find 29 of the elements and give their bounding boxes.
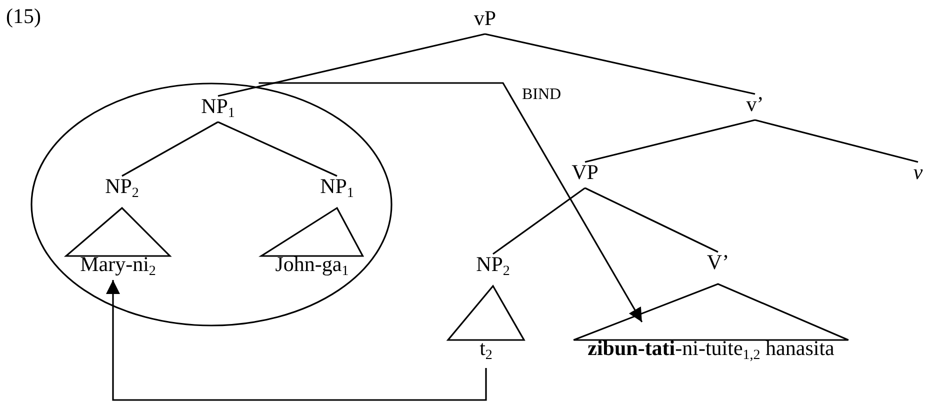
triangle-roof <box>258 206 364 257</box>
phrase-label: NP$_{2}$ <box>105 174 139 198</box>
tree-branch <box>584 119 756 163</box>
word-label: Mary-ni$_{2}$ <box>80 252 156 276</box>
binding-arrow <box>258 82 643 322</box>
tree-branch <box>754 119 918 163</box>
movement-arrow <box>106 280 487 401</box>
tree-branch <box>218 121 338 177</box>
triangle-roof <box>446 284 526 341</box>
triangle-roof <box>572 283 850 341</box>
phrase-label: v’ <box>746 92 764 116</box>
phrase-label: NP$_{1}$ <box>320 174 354 198</box>
example-number: (15) <box>6 4 41 29</box>
triangle-roof <box>64 206 172 257</box>
phrase-label: v <box>913 160 923 184</box>
tree-branch <box>122 121 218 177</box>
word-label: zibun-tati-ni-tuite$_{1,2}$ hanasita <box>588 336 834 360</box>
phrase-label: VP <box>572 160 598 184</box>
phrase-label: NP$_{1}$ <box>201 94 235 118</box>
word-label: John-ga$_{1}$ <box>275 252 349 276</box>
phrase-label: V’ <box>706 250 730 274</box>
phrase-label: vP <box>474 6 496 30</box>
tree-branch <box>218 33 486 97</box>
tree-branch <box>584 187 718 253</box>
ellipse-outline <box>30 82 393 327</box>
phrase-label: NP$_{2}$ <box>476 252 510 276</box>
tree-branch <box>484 33 756 95</box>
tree-branch <box>492 187 586 255</box>
word-label: t$_{2}$ <box>480 336 492 360</box>
